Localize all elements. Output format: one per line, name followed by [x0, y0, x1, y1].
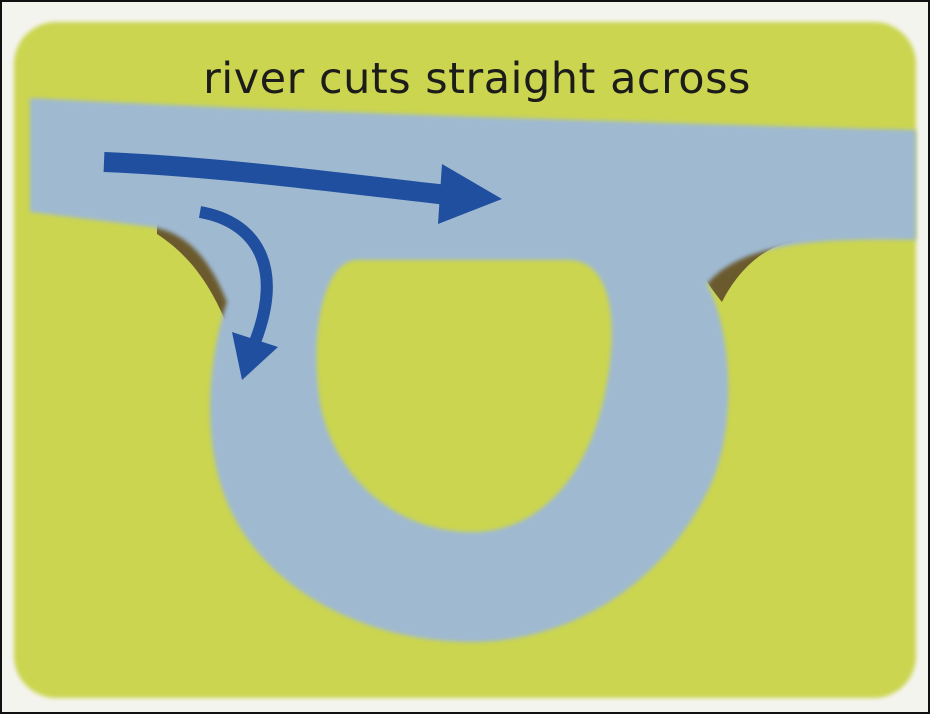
- arrow-curve-down-icon: [198, 206, 278, 380]
- loop-island: [316, 260, 612, 532]
- arrow-right-icon: [103, 152, 502, 224]
- diagram-title: river cuts straight across: [203, 54, 751, 104]
- left-bank-erosion: [157, 224, 242, 332]
